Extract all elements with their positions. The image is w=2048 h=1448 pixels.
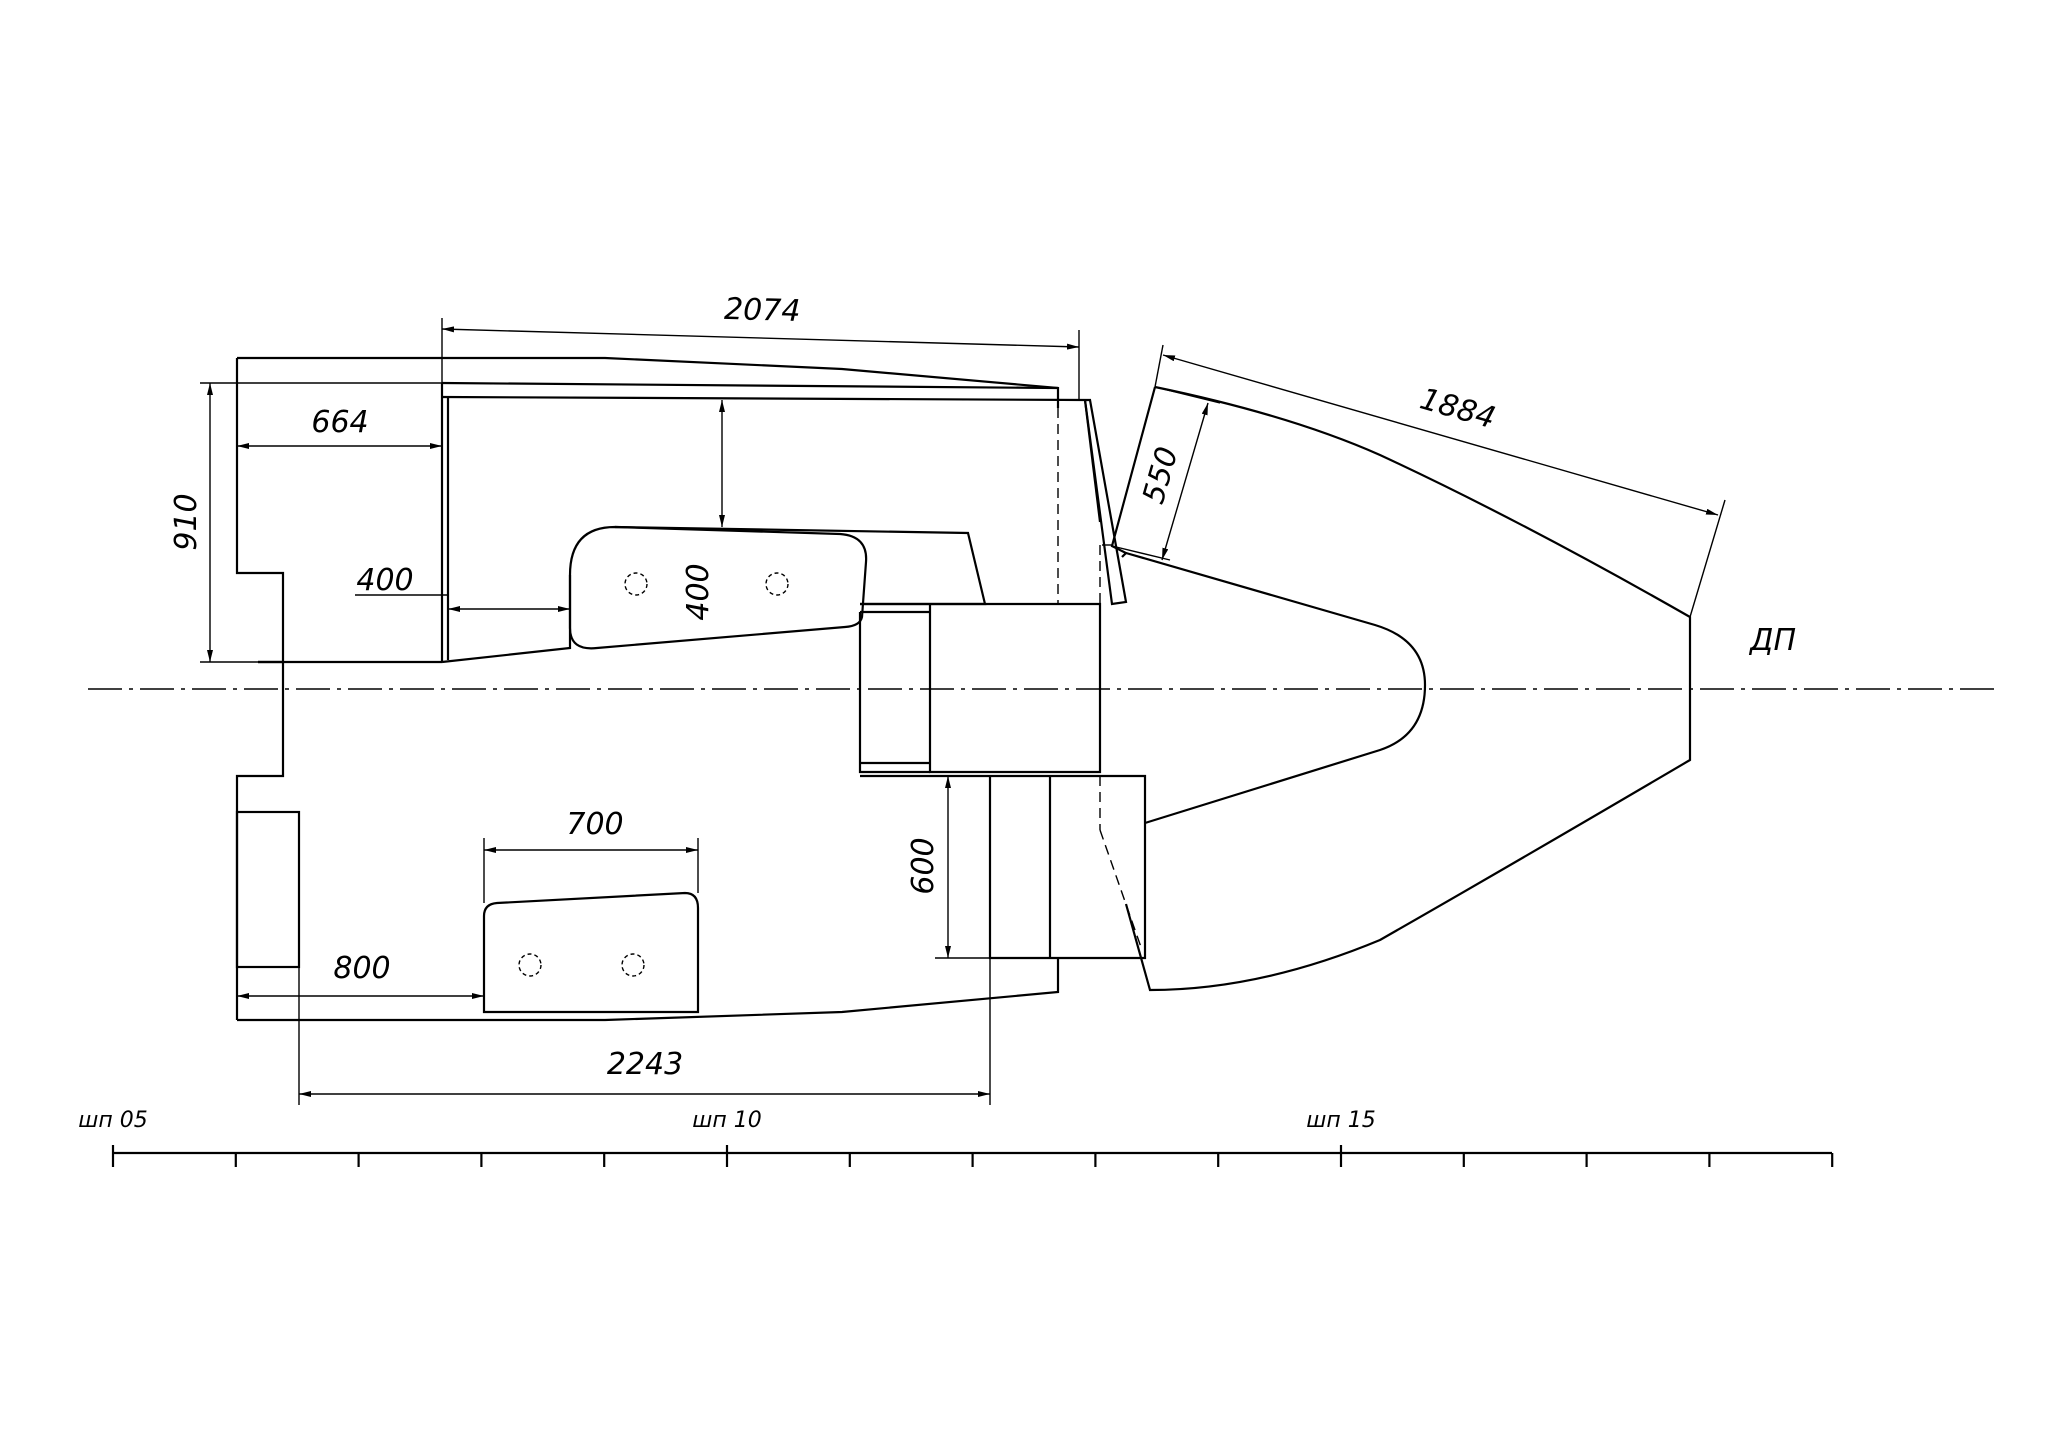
- frame-label-05: шп 05: [78, 1108, 148, 1133]
- frame-scale: шп 05 шп 10 шп 15: [78, 1108, 1834, 1167]
- dim-text-550: 550: [1136, 443, 1185, 508]
- stern-block: [235, 810, 301, 969]
- dim-text-2074: 2074: [724, 292, 801, 329]
- hole: [621, 953, 645, 977]
- dim-text-664: 664: [311, 405, 368, 440]
- upper-seat: [568, 525, 987, 650]
- dimension-550: 550: [1111, 386, 1221, 561]
- dimension-800: 800: [237, 951, 484, 999]
- hole: [624, 572, 648, 596]
- dim-text-700: 700: [566, 807, 623, 842]
- hole: [765, 572, 789, 596]
- dimension-910: 910: [169, 382, 442, 663]
- dimension-2243: 2243: [298, 958, 991, 1105]
- hole: [518, 953, 542, 977]
- dimension-2074: 2074: [441, 292, 1080, 400]
- centerline-label: ДП: [1748, 623, 1796, 658]
- dimension-600: 600: [906, 776, 990, 959]
- dim-text-2243: 2243: [607, 1047, 683, 1082]
- frame-label-15: шп 15: [1306, 1108, 1376, 1133]
- dim-text-910: 910: [169, 493, 204, 550]
- dim-text-600: 600: [906, 837, 941, 894]
- dimension-400-horizontal: 400: [355, 563, 570, 612]
- dim-text-800: 800: [333, 951, 390, 986]
- central-blocks: [858, 408, 1147, 960]
- dim-text-400-v: 400: [681, 563, 716, 620]
- lower-seat: [482, 891, 700, 1014]
- dimension-700: 700: [483, 807, 699, 903]
- dim-text-1884: 1884: [1416, 382, 1499, 437]
- dimension-400-vertical: 400: [681, 400, 725, 621]
- dimension-664: 664: [237, 405, 442, 449]
- upper-side-panel: [258, 381, 1128, 664]
- frame-label-10: шп 10: [692, 1108, 762, 1133]
- dim-text-400-h: 400: [356, 563, 413, 598]
- dimension-1884: 1884: [1154, 344, 1726, 618]
